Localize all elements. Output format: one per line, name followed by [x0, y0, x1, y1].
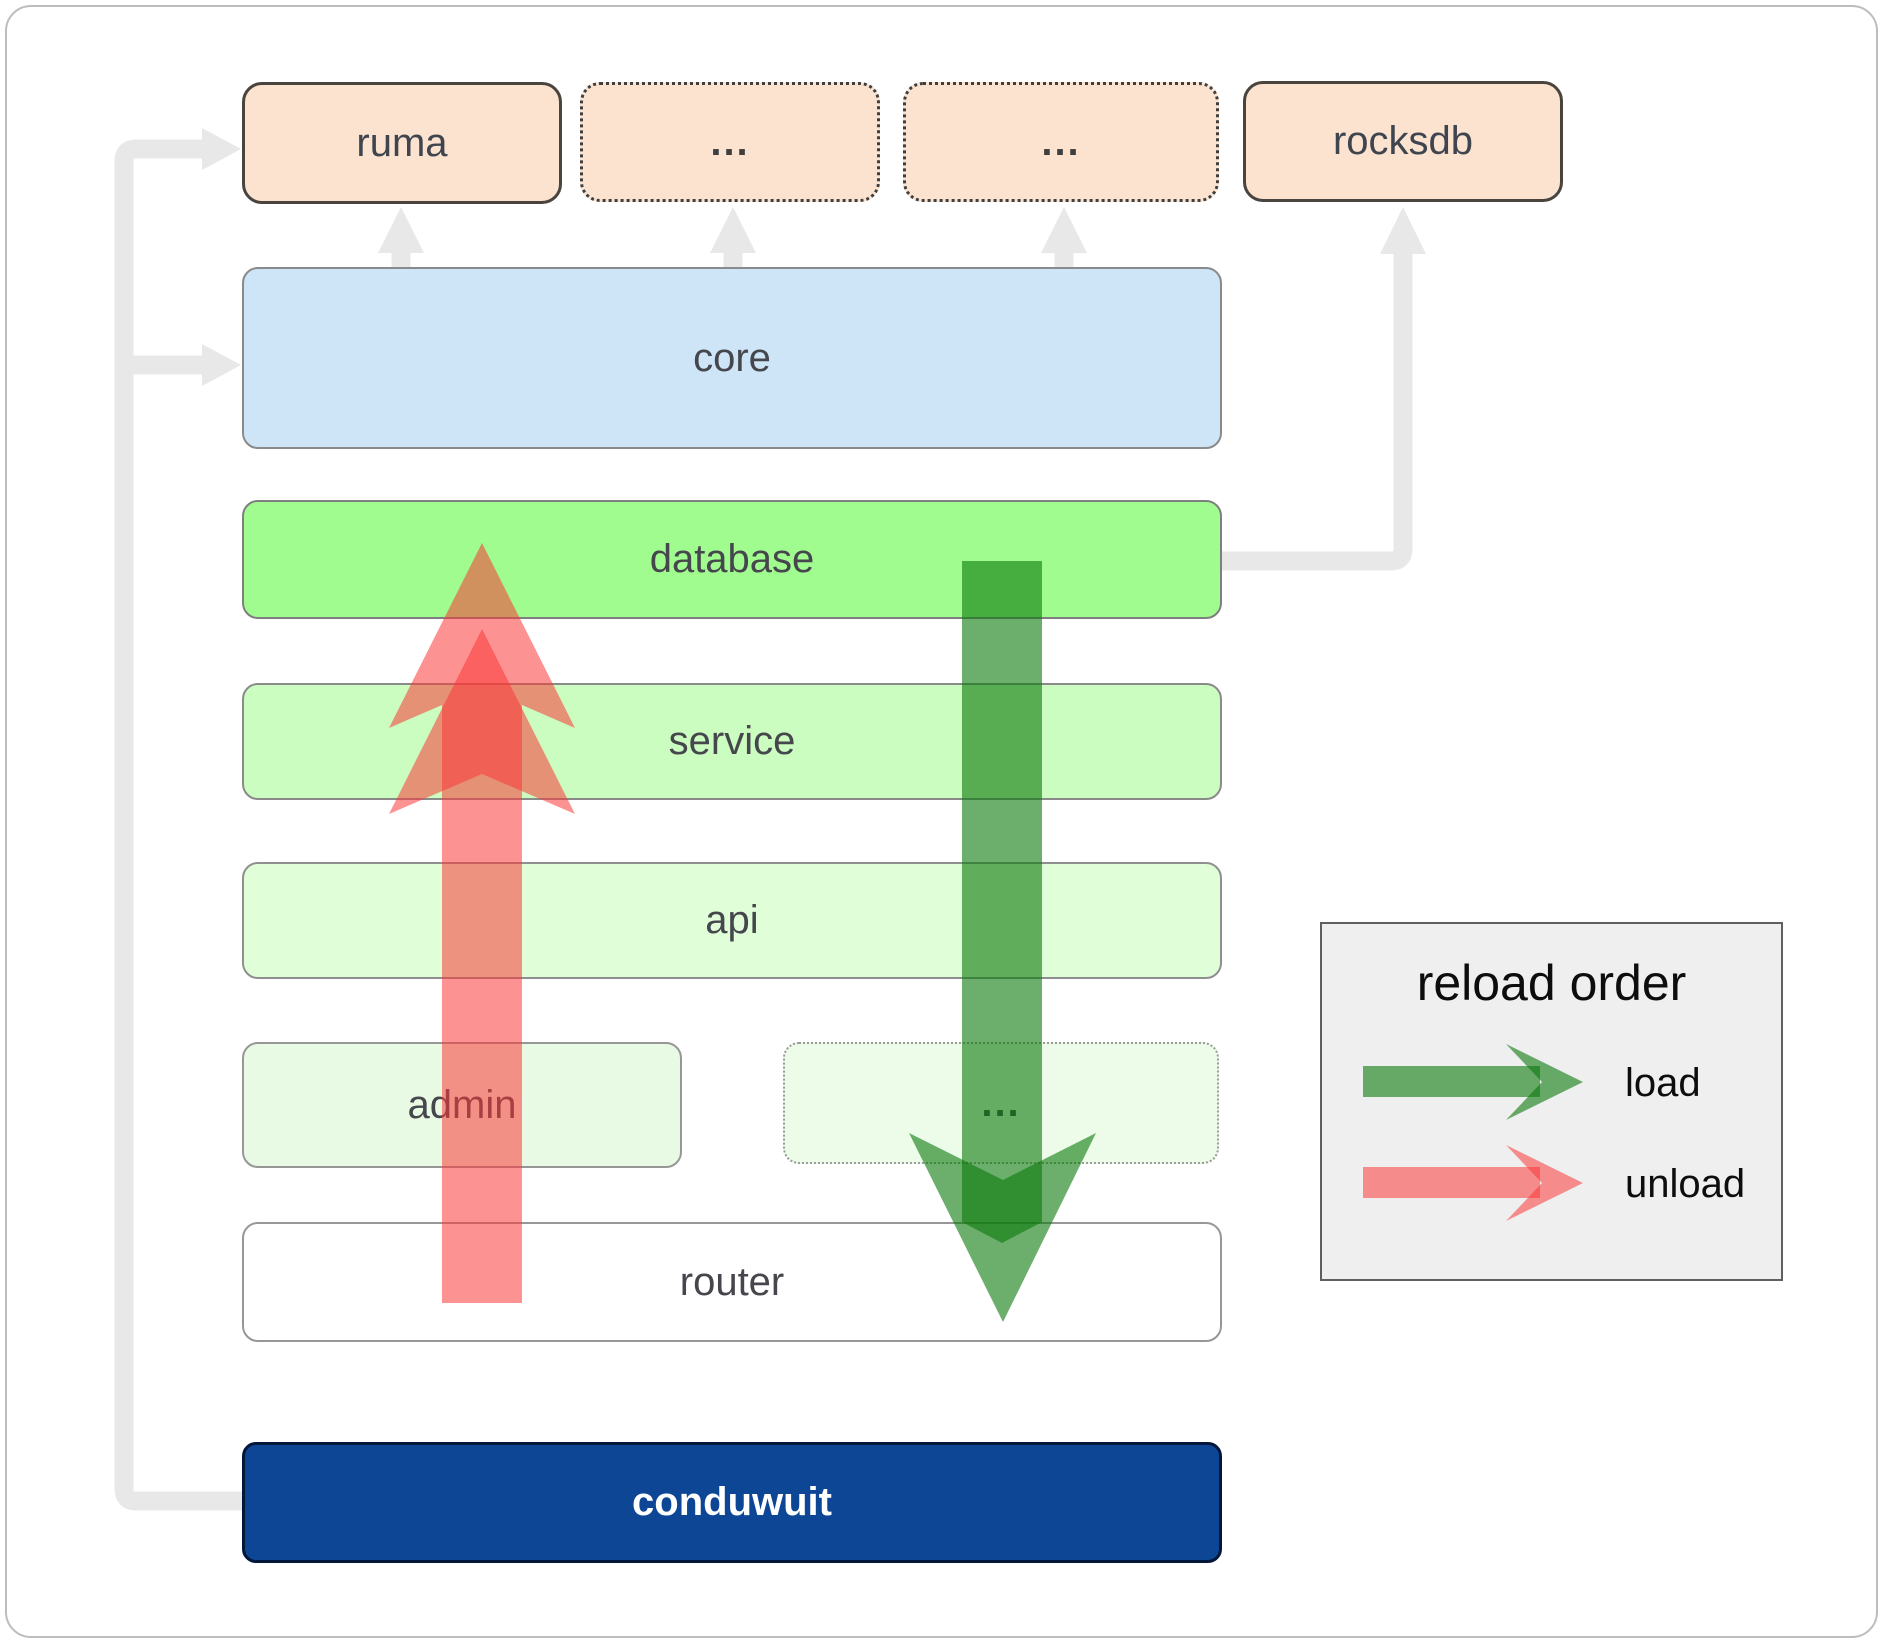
node-router: router — [242, 1222, 1222, 1342]
node-conduwuit: conduwuit — [242, 1442, 1222, 1563]
legend-box: reload order load unload — [1320, 922, 1783, 1281]
legend-unload-label: unload — [1625, 1162, 1746, 1206]
node-ellipsis-3: ... — [783, 1042, 1219, 1164]
legend-title: reload order — [1416, 955, 1687, 1011]
node-conduwuit-label: conduwuit — [632, 1480, 832, 1524]
node-core: core — [242, 267, 1222, 449]
outer-frame — [5, 5, 1878, 1638]
node-ruma-label: ruma — [356, 120, 448, 165]
node-admin-label: admin — [407, 1082, 517, 1127]
node-ellipsis-1: ... — [580, 82, 880, 202]
node-database: database — [242, 500, 1222, 619]
node-router-label: router — [679, 1259, 785, 1304]
node-api: api — [242, 862, 1222, 979]
node-core-label: core — [693, 335, 771, 380]
node-ellipsis-1-label: ... — [710, 119, 750, 164]
node-service: service — [242, 683, 1222, 800]
node-database-label: database — [649, 537, 815, 581]
node-admin: admin — [242, 1042, 682, 1168]
node-api-label: api — [705, 898, 759, 942]
node-ellipsis-3-label: ... — [981, 1080, 1021, 1125]
node-ruma: ruma — [242, 82, 562, 204]
node-rocksdb-label: rocksdb — [1332, 119, 1474, 163]
legend-load-label: load — [1625, 1061, 1701, 1105]
node-service-label: service — [668, 719, 796, 763]
node-ellipsis-2-label: ... — [1041, 119, 1081, 164]
node-ellipsis-2: ... — [903, 82, 1219, 202]
node-rocksdb: rocksdb — [1243, 81, 1563, 202]
